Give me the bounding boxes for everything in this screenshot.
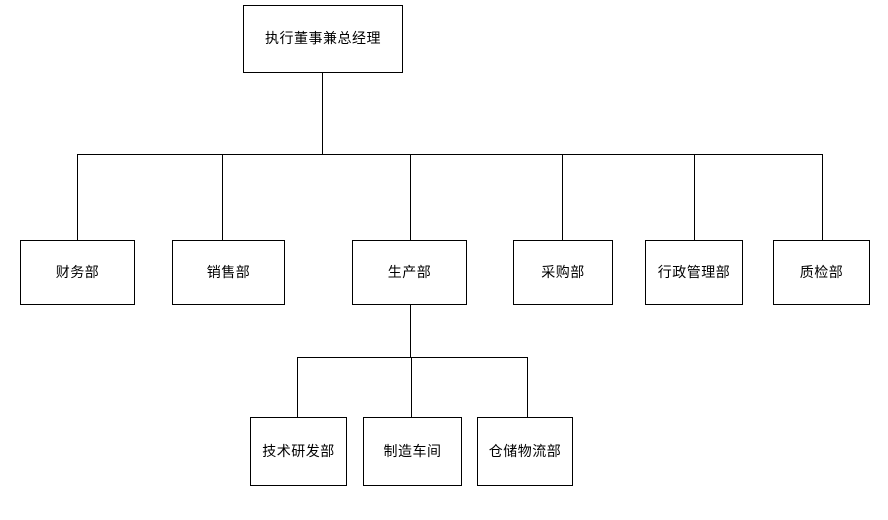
- connector-drop-quality: [822, 154, 823, 240]
- connector-level3-bus: [297, 357, 528, 358]
- connector-drop-production: [410, 154, 411, 240]
- connector-drop-sales: [222, 154, 223, 240]
- node-label-production: 生产部: [387, 264, 432, 281]
- node-sales[interactable]: 销售部: [172, 240, 285, 305]
- connector-drop-purchasing: [562, 154, 563, 240]
- connector-drop-rnd: [297, 357, 298, 417]
- connector-drop-workshop: [411, 357, 412, 417]
- connector-level2-bus: [77, 154, 823, 155]
- connector-drop-admin: [694, 154, 695, 240]
- node-label-rnd: 技术研发部: [262, 443, 335, 460]
- node-label-admin: 行政管理部: [657, 264, 731, 281]
- node-quality[interactable]: 质检部: [773, 240, 870, 305]
- connector-drop-finance: [77, 154, 78, 240]
- node-warehouse[interactable]: 仓储物流部: [477, 417, 573, 486]
- connector-root-drop: [322, 73, 323, 154]
- node-workshop[interactable]: 制造车间: [363, 417, 462, 486]
- node-label-purchasing: 采购部: [541, 264, 585, 281]
- node-root-executive-director[interactable]: 执行董事兼总经理: [243, 5, 403, 73]
- node-production[interactable]: 生产部: [352, 240, 467, 305]
- connector-drop-warehouse: [527, 357, 528, 417]
- node-finance[interactable]: 财务部: [20, 240, 135, 305]
- node-label-warehouse: 仓储物流部: [488, 443, 562, 460]
- node-label-sales: 销售部: [206, 264, 251, 281]
- node-label-quality: 质检部: [799, 264, 844, 281]
- node-purchasing[interactable]: 采购部: [513, 240, 613, 305]
- node-admin[interactable]: 行政管理部: [645, 240, 743, 305]
- node-label-finance: 财务部: [55, 264, 100, 281]
- connector-production-drop: [410, 305, 411, 358]
- node-rnd[interactable]: 技术研发部: [250, 417, 347, 486]
- node-label-root: 执行董事兼总经理: [265, 31, 381, 47]
- node-label-workshop: 制造车间: [383, 443, 442, 460]
